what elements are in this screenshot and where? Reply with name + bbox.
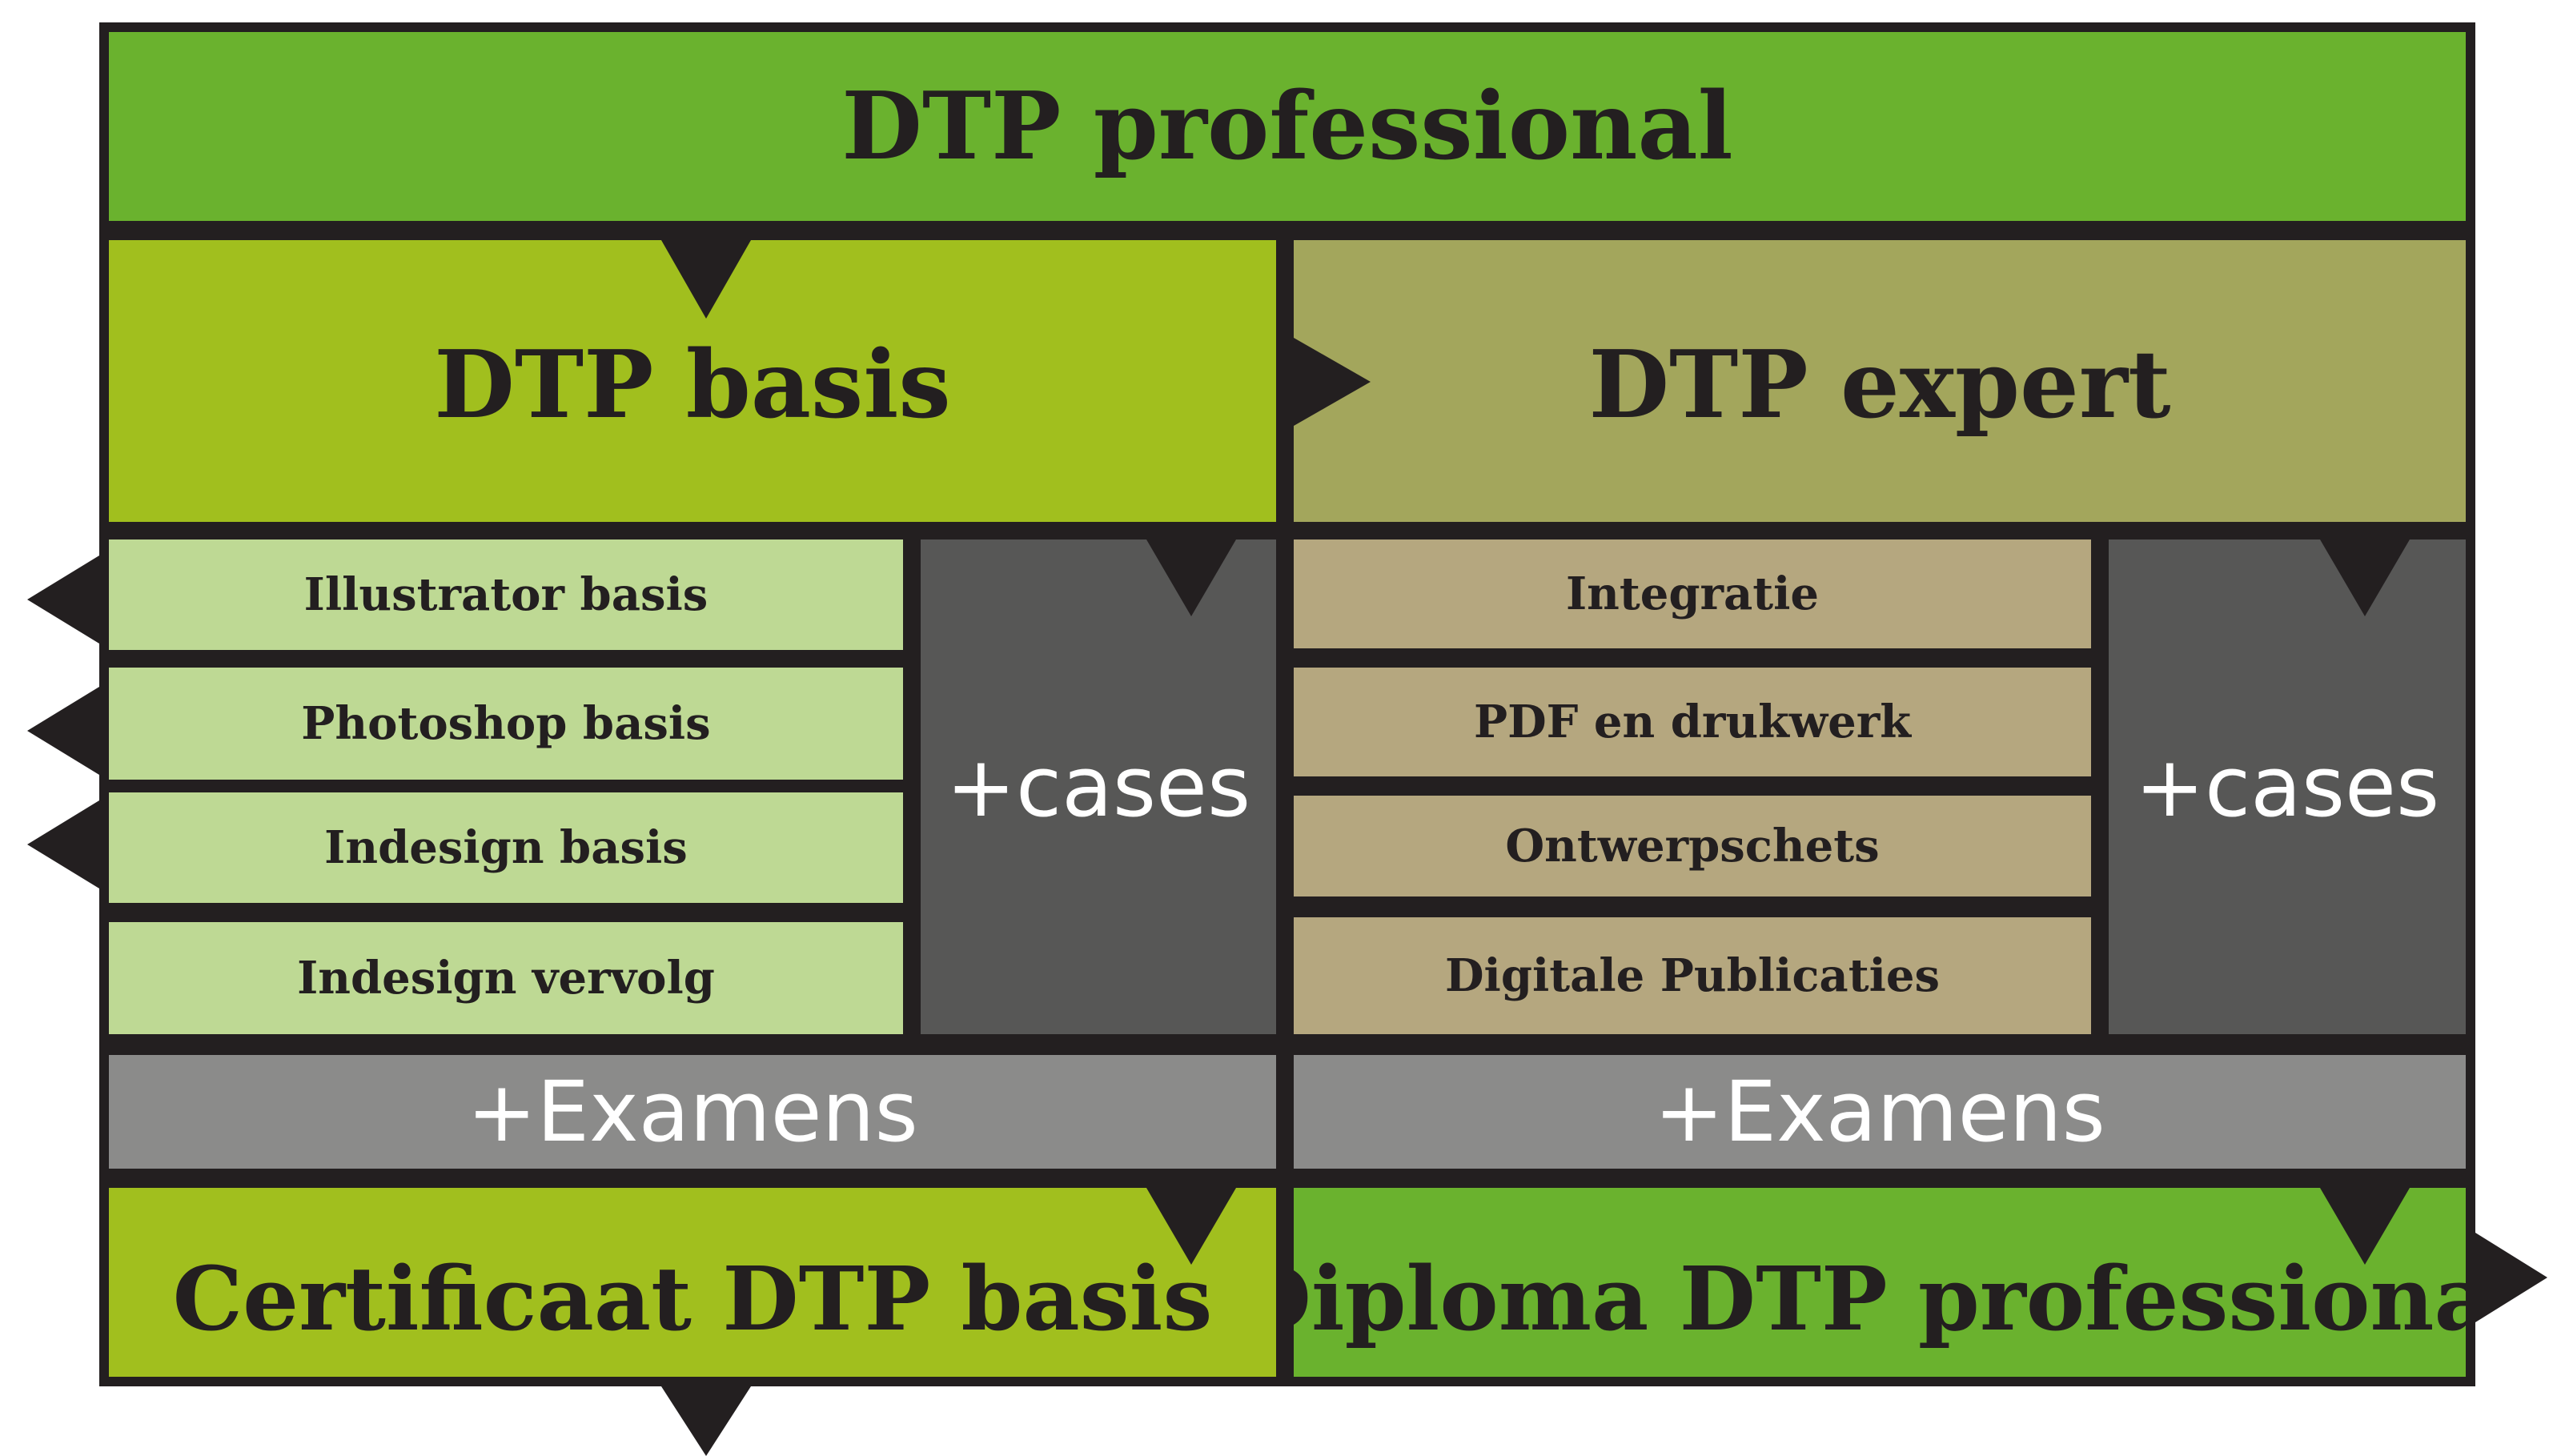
arrow-left-illustrator — [27, 556, 99, 644]
module-digitale-publicaties: Digitale Publicaties — [1294, 917, 2091, 1034]
module-integratie: Integratie — [1294, 539, 2091, 648]
arrow-down-into-expert-cases — [2320, 539, 2410, 616]
basis-exams-bar: +Examens — [109, 1055, 1276, 1169]
certificaat-dtp-basis-block: Certificaat DTP basis — [109, 1188, 1276, 1377]
module-indesign-basis: Indesign basis — [109, 792, 903, 903]
module-ontwerpschets: Ontwerpschets — [1294, 796, 2091, 896]
dtp-expert-block: DTP expert — [1294, 240, 2466, 522]
arrow-down-into-basis-cases — [1146, 539, 1236, 616]
arrow-down-into-basis — [661, 240, 751, 319]
arrow-right-to-expert — [1294, 338, 1371, 426]
diploma-dtp-professional-block: Diploma DTP professional — [1294, 1188, 2466, 1377]
expert-cases-block: +cases — [2109, 539, 2466, 1034]
arrow-down-into-diploma — [2320, 1188, 2410, 1265]
arrow-right-after-diploma — [2475, 1233, 2547, 1322]
module-indesign-vervolg: Indesign vervolg — [109, 922, 903, 1034]
arrow-left-photoshop — [27, 687, 99, 775]
arrow-down-below-certificaat — [661, 1386, 751, 1456]
arrow-left-indesign — [27, 800, 99, 888]
dtp-professional-header: DTP professional — [109, 32, 2466, 221]
module-illustrator-basis: Illustrator basis — [109, 539, 903, 650]
basis-cases-block: +cases — [921, 539, 1276, 1034]
module-pdf-en-drukwerk: PDF en drukwerk — [1294, 668, 2091, 776]
expert-exams-bar: +Examens — [1294, 1055, 2466, 1169]
module-photoshop-basis: Photoshop basis — [109, 668, 903, 780]
arrow-down-into-certificaat — [1146, 1188, 1236, 1265]
